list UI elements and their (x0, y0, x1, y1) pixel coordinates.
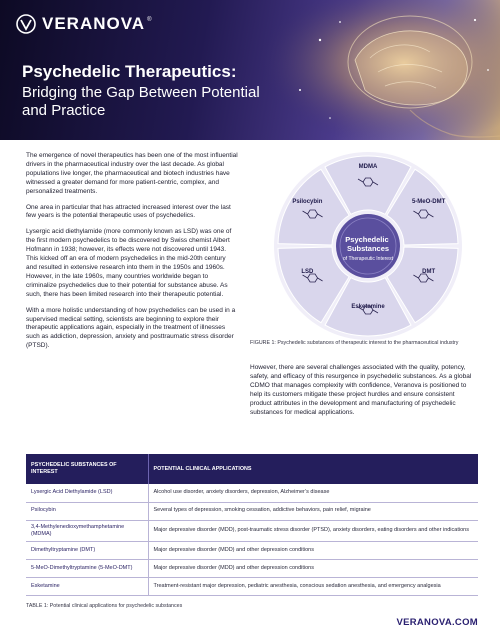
wheel-segment (324, 276, 412, 337)
wheel-segment (386, 168, 459, 246)
wheel-center-subtitle: of Therapeutic Interest (343, 256, 394, 262)
wheel-segment (386, 246, 459, 324)
table-row: 3,4-Methylenedioxymethamphetamine (MDMA)… (26, 520, 478, 542)
wheel-segment-label: Psilocybin (292, 199, 322, 205)
header-applications: POTENTIAL CLINICAL APPLICATIONS (147, 454, 478, 484)
wheel-center (336, 214, 400, 278)
intro-text-column: The emergence of novel therapeutics has … (26, 152, 238, 358)
application-cell: Major depressive disorder (MDD) and othe… (147, 541, 478, 560)
trademark-symbol: ® (147, 17, 152, 23)
application-cell: Major depressive disorder (MDD), post-tr… (147, 520, 478, 542)
application-cell: Treatment-resistant major depression, pe… (147, 577, 478, 596)
substances-wheel: MDMA5-MeO-DMTDMTEsketamineLSDPsilocybin … (274, 152, 462, 340)
molecule-structure-icon (413, 273, 434, 283)
brand-name: VERANOVA (42, 14, 146, 33)
lsd-history-paragraph: Lysergic acid diethylamide (more commonl… (26, 228, 232, 298)
holistic-paragraph: With a more holistic understanding of ho… (26, 306, 236, 350)
wheel-segment-label: LSD (301, 269, 314, 275)
intro-paragraph: The emergence of novel therapeutics has … (26, 152, 238, 195)
substance-cell: Dimethyltryptamine (DMT) (26, 541, 148, 560)
application-cell: Major depressive disorder (MDD) and othe… (147, 559, 478, 578)
table-header-row: PSYCHEDELIC SUBSTANCES OF INTEREST POTEN… (26, 454, 478, 484)
wheel-segment (324, 155, 412, 216)
molecule-structure-icon (302, 209, 323, 219)
table-row: 5-MeO-Dimethyltryptamine (5-MeO-DMT) Maj… (26, 559, 478, 578)
molecule-structure-icon (413, 209, 434, 219)
application-cell: Several types of depression, smoking ces… (147, 502, 478, 521)
substance-cell: Psilocybin (26, 502, 148, 521)
wheel-segment-label: Esketamine (351, 304, 385, 310)
wheel-center-title-line1: Psychedelic (345, 235, 388, 244)
table-row: Esketamine Treatment-resistant major dep… (26, 577, 478, 596)
wheel-segment-label: 5-MeO-DMT (412, 199, 446, 205)
application-cell: Alcohol use disorder, anxiety disorders,… (147, 484, 478, 503)
substance-cell: 3,4-Methylenedioxymethamphetamine (MDMA) (26, 520, 148, 542)
wheel-center-title: Psychedelic Substances (345, 235, 390, 253)
substance-cell: Lysergic Acid Diethylamide (LSD) (26, 484, 148, 503)
molecule-structure-icon (302, 273, 323, 283)
hero-banner: VERANOVA ® Psychedelic Therapeutics: Bri… (0, 0, 500, 140)
challenges-paragraph: However, there are several challenges as… (250, 364, 472, 416)
header-substances: PSYCHEDELIC SUBSTANCES OF INTEREST (26, 454, 148, 484)
table-caption: TABLE 1: Potential clinical applications… (26, 603, 183, 609)
interest-paragraph: One area in particular that has attracte… (26, 203, 231, 220)
wheel-segment (277, 168, 350, 246)
footer-website-link[interactable]: VERANOVA.COM (396, 617, 478, 628)
table-row: Lysergic Acid Diethylamide (LSD) Alcohol… (26, 484, 478, 503)
table-row: Psilocybin Several types of depression, … (26, 502, 478, 521)
brain-illustration (260, 0, 500, 140)
substance-cell: 5-MeO-Dimethyltryptamine (5-MeO-DMT) (26, 559, 148, 578)
page-title: Psychedelic Therapeutics: (22, 62, 237, 81)
veranova-logo: VERANOVA ® (16, 14, 152, 34)
molecule-structure-icon (357, 177, 379, 187)
substance-cell: Esketamine (26, 577, 148, 596)
molecule-structure-icon (357, 305, 379, 315)
table-row: Dimethyltryptamine (DMT) Major depressiv… (26, 541, 478, 560)
figure-caption: FIGURE 1: Psychedelic substances of ther… (250, 340, 459, 346)
wheel-center-title-line2: Substances (347, 244, 389, 253)
wheel-segment-label: DMT (422, 269, 435, 275)
veranova-logo-icon (16, 14, 36, 34)
wheel-segment (277, 246, 350, 324)
clinical-applications-table: PSYCHEDELIC SUBSTANCES OF INTEREST POTEN… (26, 454, 478, 596)
wheel-segment-label: MDMA (359, 164, 378, 170)
page-subtitle: Bridging the Gap Between Potential and P… (22, 84, 260, 119)
